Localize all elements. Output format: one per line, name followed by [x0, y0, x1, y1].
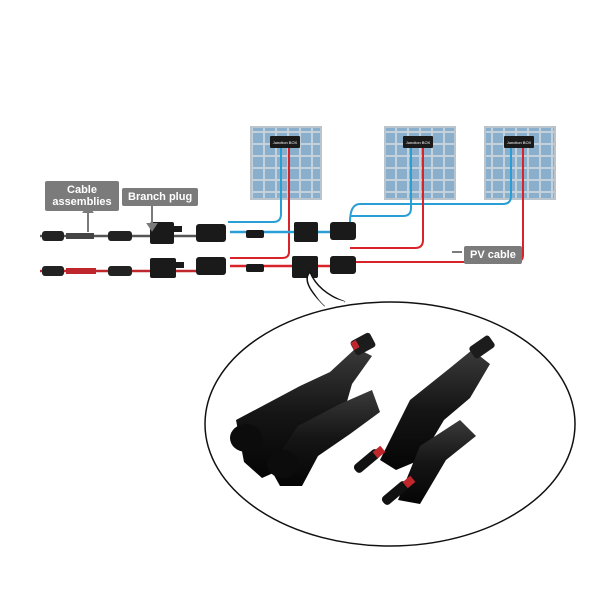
junction-box-label: Junction BOX [406, 140, 431, 145]
junction-box-label: Junction BOX [273, 140, 298, 145]
branch-connector-left [230, 332, 380, 486]
junction-box [270, 136, 300, 148]
cable-assemblies [42, 231, 132, 276]
solar-panel-1: Junction BOX [250, 126, 322, 200]
cable-assemblies-label: Cable assemblies [45, 181, 119, 211]
branch-plugs-small [150, 222, 356, 278]
junction-box [403, 136, 433, 148]
solar-panel-3: Junction BOX [484, 126, 556, 200]
solar-panel-2: Junction BOX [384, 126, 456, 200]
pv-cable-label: PV cable [464, 246, 522, 264]
branch-plug-label: Branch plug [122, 188, 199, 206]
negative-wires [228, 148, 512, 223]
junction-box-label: Junction BOX [507, 140, 532, 145]
label-arrows [82, 204, 462, 253]
junction-box [504, 136, 534, 148]
branch-connector-right [353, 335, 495, 505]
